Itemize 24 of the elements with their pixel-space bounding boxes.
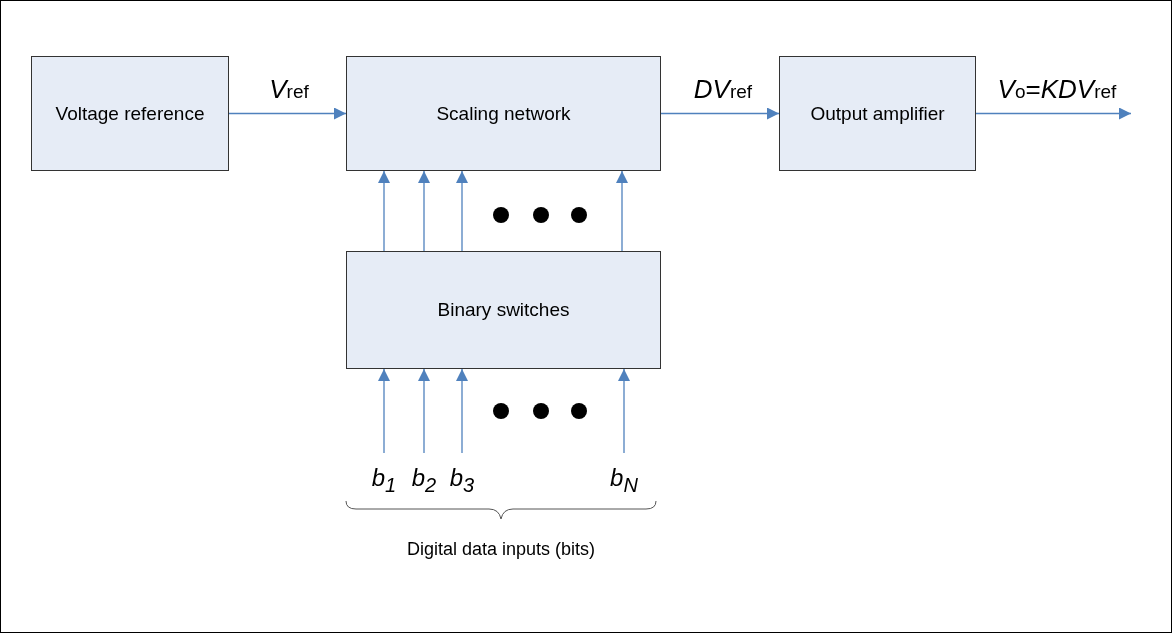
block-box <box>346 56 661 171</box>
arrow <box>975 107 1132 120</box>
block-label: Output amplifier <box>810 101 945 126</box>
arrow <box>618 368 630 454</box>
bit-name: b$_{1}$ <box>371 466 397 495</box>
arrow <box>456 170 468 252</box>
block-label: Voltage reference <box>55 101 205 126</box>
block-label: Binary switches <box>437 298 570 323</box>
caption-text: Digital data inputs (bits) <box>406 538 596 560</box>
arrow <box>660 107 780 120</box>
arrow <box>418 170 430 252</box>
bit-name: b$_{2}$ <box>411 466 437 495</box>
bit-name: b$_{3}$ <box>449 466 475 495</box>
arrow <box>418 368 430 454</box>
arrow <box>456 368 468 454</box>
arrow <box>378 368 390 454</box>
arrow <box>616 170 628 252</box>
block-box <box>31 56 229 171</box>
block-label: Scaling network <box>436 101 571 126</box>
block-box <box>779 56 976 171</box>
arrow <box>378 170 390 252</box>
block-box <box>346 251 661 369</box>
arrow <box>228 107 347 120</box>
bit-name: b$_{N}$ <box>610 466 638 495</box>
